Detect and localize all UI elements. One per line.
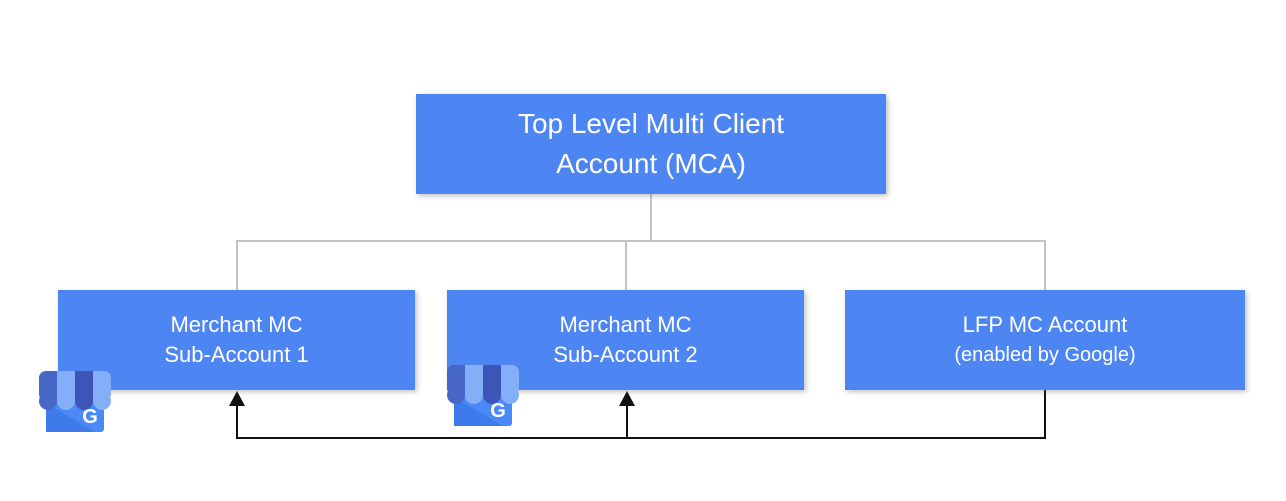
connector-horizontal-line [236, 240, 1046, 242]
google-business-storefront-icon: G [39, 371, 111, 432]
google-business-storefront-icon: G [447, 365, 519, 426]
node-label-line: LFP MC Account [962, 312, 1128, 337]
node-lfp-mc-account: LFP MC Account (enabled by Google) [845, 290, 1245, 390]
node-merchant-sub-account-1: Merchant MC Sub-Account 1 [58, 290, 415, 390]
node-label-line: (enabled by Google) [954, 344, 1136, 366]
node-label-line: Sub-Account 2 [553, 342, 698, 367]
connector-drop-sub2-line [625, 240, 627, 290]
node-label-line: Merchant MC [170, 312, 303, 337]
lfp-feed-up-sub2-line [626, 403, 628, 438]
node-label-line: Top Level Multi Client [517, 108, 785, 139]
connector-trunk-line [650, 194, 652, 241]
node-top-level-mca: Top Level Multi Client Account (MCA) [416, 94, 886, 194]
google-g-letter: G [490, 400, 506, 422]
connector-drop-sub1-line [236, 240, 238, 290]
node-label-line: Account (MCA) [556, 148, 746, 179]
node-label-line: Merchant MC [559, 312, 692, 337]
lfp-feed-down-line [1044, 390, 1046, 438]
google-g-letter: G [82, 406, 98, 428]
arrowhead-to-sub1-icon [229, 391, 245, 406]
connector-drop-lfp-line [1044, 240, 1046, 290]
arrowhead-to-sub2-icon [619, 391, 635, 406]
lfp-feed-horizontal-line [236, 437, 1046, 439]
node-label-line: Sub-Account 1 [164, 342, 309, 367]
lfp-feed-up-sub1-line [236, 403, 238, 438]
